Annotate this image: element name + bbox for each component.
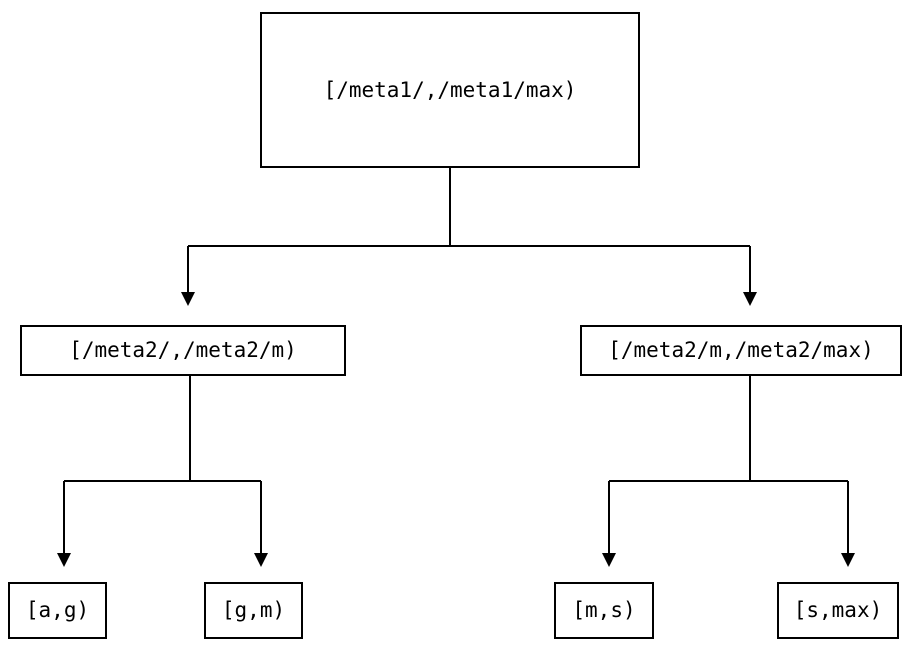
- node-mid-right[interactable]: [/meta2/m,/meta2/max): [580, 325, 902, 376]
- arrowhead-mid-left: [181, 292, 195, 306]
- node-mid-left-label: [/meta2/,/meta2/m): [69, 338, 297, 362]
- node-leaf-ms-label: [m,s): [572, 598, 636, 622]
- arrowhead-mid-right: [743, 292, 757, 306]
- node-leaf-ms[interactable]: [m,s): [554, 582, 654, 639]
- node-mid-left[interactable]: [/meta2/,/meta2/m): [20, 325, 346, 376]
- arrowhead-leaf-ag: [57, 553, 71, 567]
- node-leaf-smax-label: [s,max): [793, 598, 883, 622]
- node-leaf-gm[interactable]: [g,m): [204, 582, 303, 639]
- node-root-label: [/meta1/,/meta1/max): [323, 77, 577, 102]
- node-mid-right-label: [/meta2/m,/meta2/max): [608, 338, 874, 362]
- node-root[interactable]: [/meta1/,/meta1/max): [260, 12, 640, 168]
- arrowhead-leaf-smax: [841, 553, 855, 567]
- node-leaf-smax[interactable]: [s,max): [777, 582, 899, 639]
- node-leaf-gm-label: [g,m): [221, 598, 286, 622]
- node-leaf-ag-label: [a,g): [25, 598, 90, 622]
- arrowhead-leaf-ms: [602, 553, 616, 567]
- arrowhead-leaf-gm: [254, 553, 268, 567]
- node-leaf-ag[interactable]: [a,g): [8, 582, 107, 639]
